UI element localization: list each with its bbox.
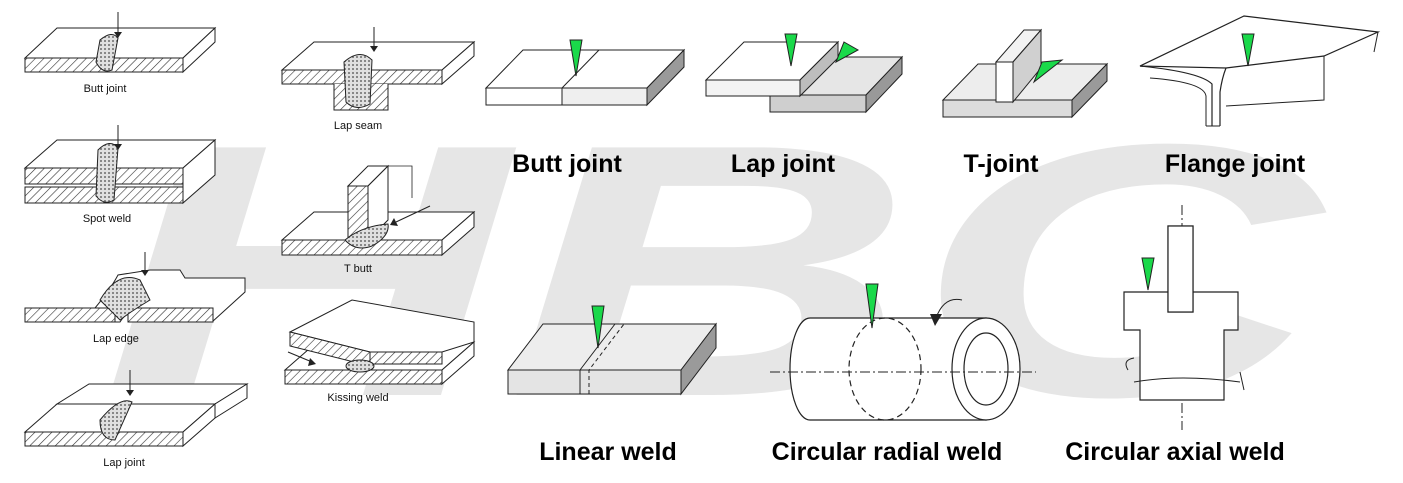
left-lap-joint-illustration: [23, 370, 249, 448]
circular-axial-weld-label: Circular axial weld: [1065, 438, 1285, 466]
watermark-text: HBC: [100, 70, 1327, 472]
lap-joint-laser-marker-top-icon: [784, 33, 798, 67]
left-butt-joint-illustration: [23, 12, 217, 74]
left-t-butt-illustration: [280, 164, 476, 257]
circular-radial-weld-label: Circular radial weld: [772, 438, 1003, 466]
left-lap-seam-illustration: [280, 27, 476, 111]
linear-weld-laser-marker-icon: [591, 305, 605, 349]
left-lap-joint-label: Lap joint: [103, 457, 145, 469]
circular-axial-weld-laser-marker-icon: [1141, 257, 1155, 291]
lap-joint-label: Lap joint: [731, 150, 836, 178]
left-kissing-weld-label: Kissing weld: [327, 392, 388, 404]
left-lap-edge-label: Lap edge: [93, 333, 139, 345]
linear-weld-label: Linear weld: [539, 438, 677, 466]
flange-joint-label: Flange joint: [1165, 150, 1306, 178]
flange-joint-illustration: [1139, 15, 1381, 127]
left-butt-joint-label: Butt joint: [84, 83, 127, 95]
t-joint-illustration: [941, 28, 1109, 119]
lap-joint-laser-marker-side-icon: [835, 41, 860, 64]
linear-weld-illustration: [506, 322, 718, 396]
left-spot-weld-illustration: [23, 125, 217, 205]
butt-joint-illustration: [484, 48, 686, 107]
flange-joint-laser-marker-icon: [1241, 33, 1255, 67]
left-lap-edge-illustration: [24, 252, 246, 323]
left-kissing-weld-illustration: [283, 299, 476, 386]
circular-axial-weld-illustration: [1123, 205, 1245, 430]
t-joint-label: T-joint: [964, 150, 1040, 178]
butt-joint-laser-marker-icon: [569, 39, 583, 77]
t-joint-laser-marker-icon: [1032, 59, 1064, 84]
lap-joint-illustration: [704, 40, 904, 114]
circular-radial-weld-laser-marker-icon: [865, 283, 879, 329]
left-lap-seam-label: Lap seam: [334, 120, 382, 132]
circular-radial-weld-illustration: [770, 298, 1036, 421]
left-t-butt-label: T butt: [344, 263, 372, 275]
butt-joint-label: Butt joint: [512, 150, 622, 178]
left-spot-weld-label: Spot weld: [83, 213, 131, 225]
